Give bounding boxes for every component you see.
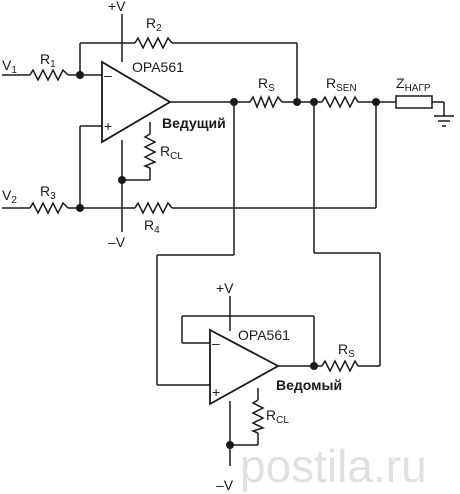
resistor-r1 <box>29 68 69 82</box>
master-plus-sign: + <box>104 118 112 134</box>
resistor-rcl-slave <box>250 399 266 434</box>
slave-minus-sign: – <box>212 335 220 351</box>
master-minus-sign: – <box>104 67 112 83</box>
slave-pos-supply-label: +V <box>216 280 234 296</box>
ground-symbol <box>434 115 454 127</box>
slave-neg-supply-label: –V <box>216 477 234 493</box>
resistor-rsen <box>321 95 359 109</box>
resistor-rs <box>249 94 283 110</box>
resistor-rs-slave <box>321 359 359 373</box>
slave-opamp <box>209 328 280 406</box>
load-label: ZНАГР <box>396 75 431 94</box>
wires <box>2 14 445 466</box>
r2-label: R2 <box>146 15 162 34</box>
input-v1-label: V1 <box>2 57 17 76</box>
slave-plus-sign: + <box>212 384 220 400</box>
master-role-label: Ведущий <box>162 115 226 131</box>
resistors <box>29 36 359 434</box>
rsen-label: RSEN <box>326 75 357 94</box>
r3-label: R3 <box>40 183 56 202</box>
slave-model-label: OPA561 <box>238 327 290 343</box>
watermark: postila.ru <box>240 440 427 492</box>
slave-role-label: Ведомый <box>276 377 342 393</box>
master-model-label: OPA561 <box>132 59 184 75</box>
master-neg-supply-label: –V <box>108 234 126 250</box>
resistor-r4 <box>134 201 173 215</box>
resistor-rcl-master <box>142 133 157 169</box>
master-opamp <box>101 60 172 144</box>
input-v2-label: V2 <box>2 187 17 206</box>
rcl-slave-label: RCL <box>266 407 289 426</box>
r1-label: R1 <box>40 51 56 70</box>
junctions <box>76 71 380 449</box>
master-pos-supply-label: +V <box>108 0 126 14</box>
load-impedance <box>395 95 433 109</box>
r4-label: R4 <box>144 217 160 236</box>
resistor-r3 <box>29 201 69 215</box>
rs-slave-label: RS <box>338 341 355 360</box>
rcl-master-label: RCL <box>160 143 183 162</box>
rs-label: RS <box>258 75 275 94</box>
resistor-r2 <box>134 36 173 50</box>
